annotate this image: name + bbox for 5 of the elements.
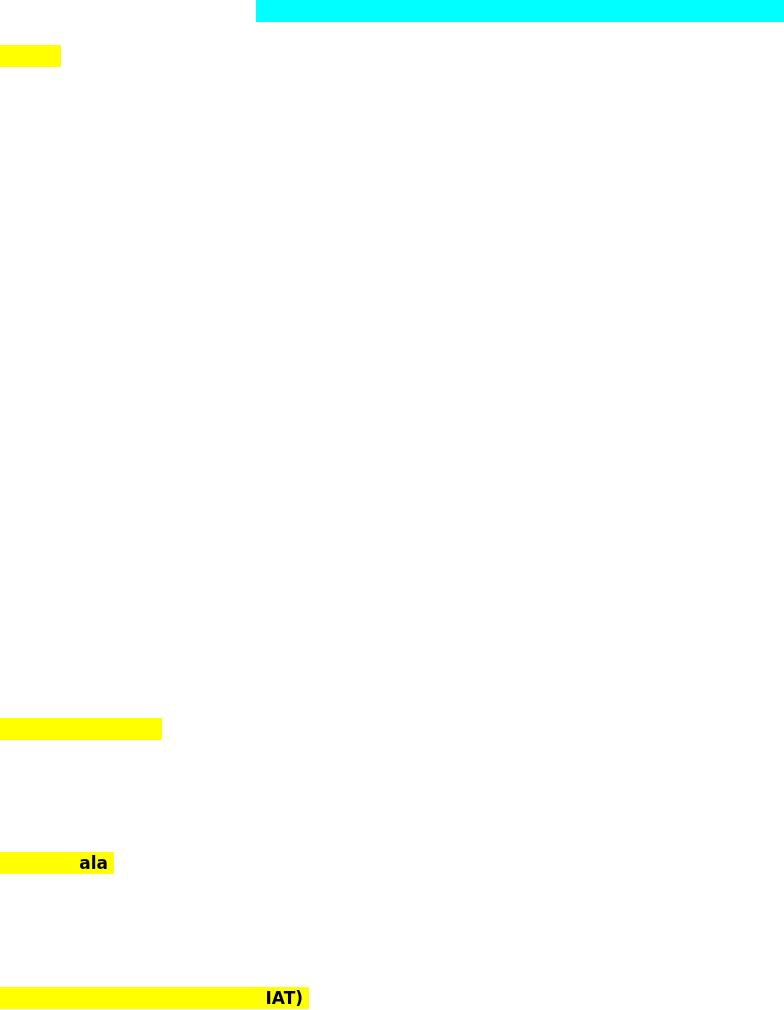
bar-text: IAT) <box>265 987 303 1009</box>
bar-text: ala <box>79 852 108 874</box>
highlight-bar <box>256 0 784 22</box>
highlight-bar <box>0 45 61 67</box>
highlight-bar <box>0 718 162 740</box>
